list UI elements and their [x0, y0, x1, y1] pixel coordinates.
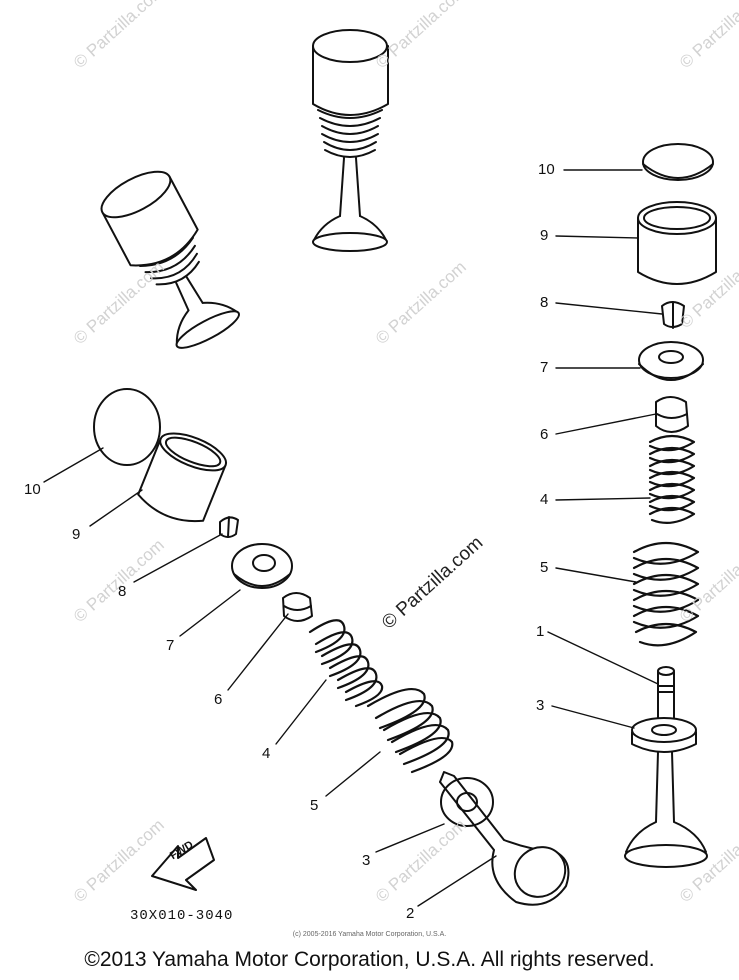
valve-right [657, 666, 675, 723]
valve-right-lower [624, 751, 708, 868]
callout-left-7: 7 [166, 637, 175, 654]
spring-retainer-right [638, 341, 704, 381]
callout-left-2: 2 [406, 905, 415, 922]
shim-left [93, 388, 161, 466]
callout-right-3: 3 [536, 697, 545, 714]
callout-left-9: 9 [72, 526, 81, 543]
outer-spring-left [366, 688, 454, 774]
callout-left-3: 3 [362, 852, 371, 869]
assembled-valve-upper-left [100, 170, 240, 349]
callout-left-4: 4 [262, 745, 271, 762]
exploded-view-art [43, 29, 717, 907]
fwd-arrow-icon [151, 837, 215, 891]
valve-keeper-left [219, 516, 239, 538]
leader-lines [43, 169, 663, 907]
callout-left-10: 10 [24, 481, 41, 498]
shim-right [642, 143, 714, 181]
stem-seal-left [282, 592, 313, 622]
part-code: 30X010-3040 [130, 908, 234, 924]
assembled-valve-top-center [312, 29, 389, 252]
valve-left [439, 771, 570, 906]
callout-right-9: 9 [540, 227, 549, 244]
callout-right-4: 4 [540, 491, 549, 508]
lifter-left [137, 432, 227, 523]
callout-right-10: 10 [538, 161, 555, 178]
callout-left-6: 6 [214, 691, 223, 708]
valve-keeper-right [661, 301, 685, 329]
callout-right-5: 5 [540, 559, 549, 576]
callout-right-7: 7 [540, 359, 549, 376]
callout-right-8: 8 [540, 294, 549, 311]
callout-right-6: 6 [540, 426, 549, 443]
outer-spring-right [632, 542, 700, 647]
stem-seal-right [655, 396, 689, 433]
spring-seat-left [440, 777, 494, 827]
callout-left-8: 8 [118, 583, 127, 600]
small-credit: (c) 2005-2016 Yamaha Motor Corporation, … [292, 931, 447, 938]
inner-spring-left [308, 619, 384, 708]
copyright-footer: ©2013 Yamaha Motor Corporation, U.S.A. A… [84, 948, 655, 971]
callout-right-1: 1 [536, 623, 545, 640]
callout-left-5: 5 [310, 797, 319, 814]
spring-seat-right [631, 717, 697, 753]
inner-spring-right [648, 434, 696, 525]
spring-retainer-left [231, 543, 293, 589]
lifter-right [637, 201, 717, 285]
